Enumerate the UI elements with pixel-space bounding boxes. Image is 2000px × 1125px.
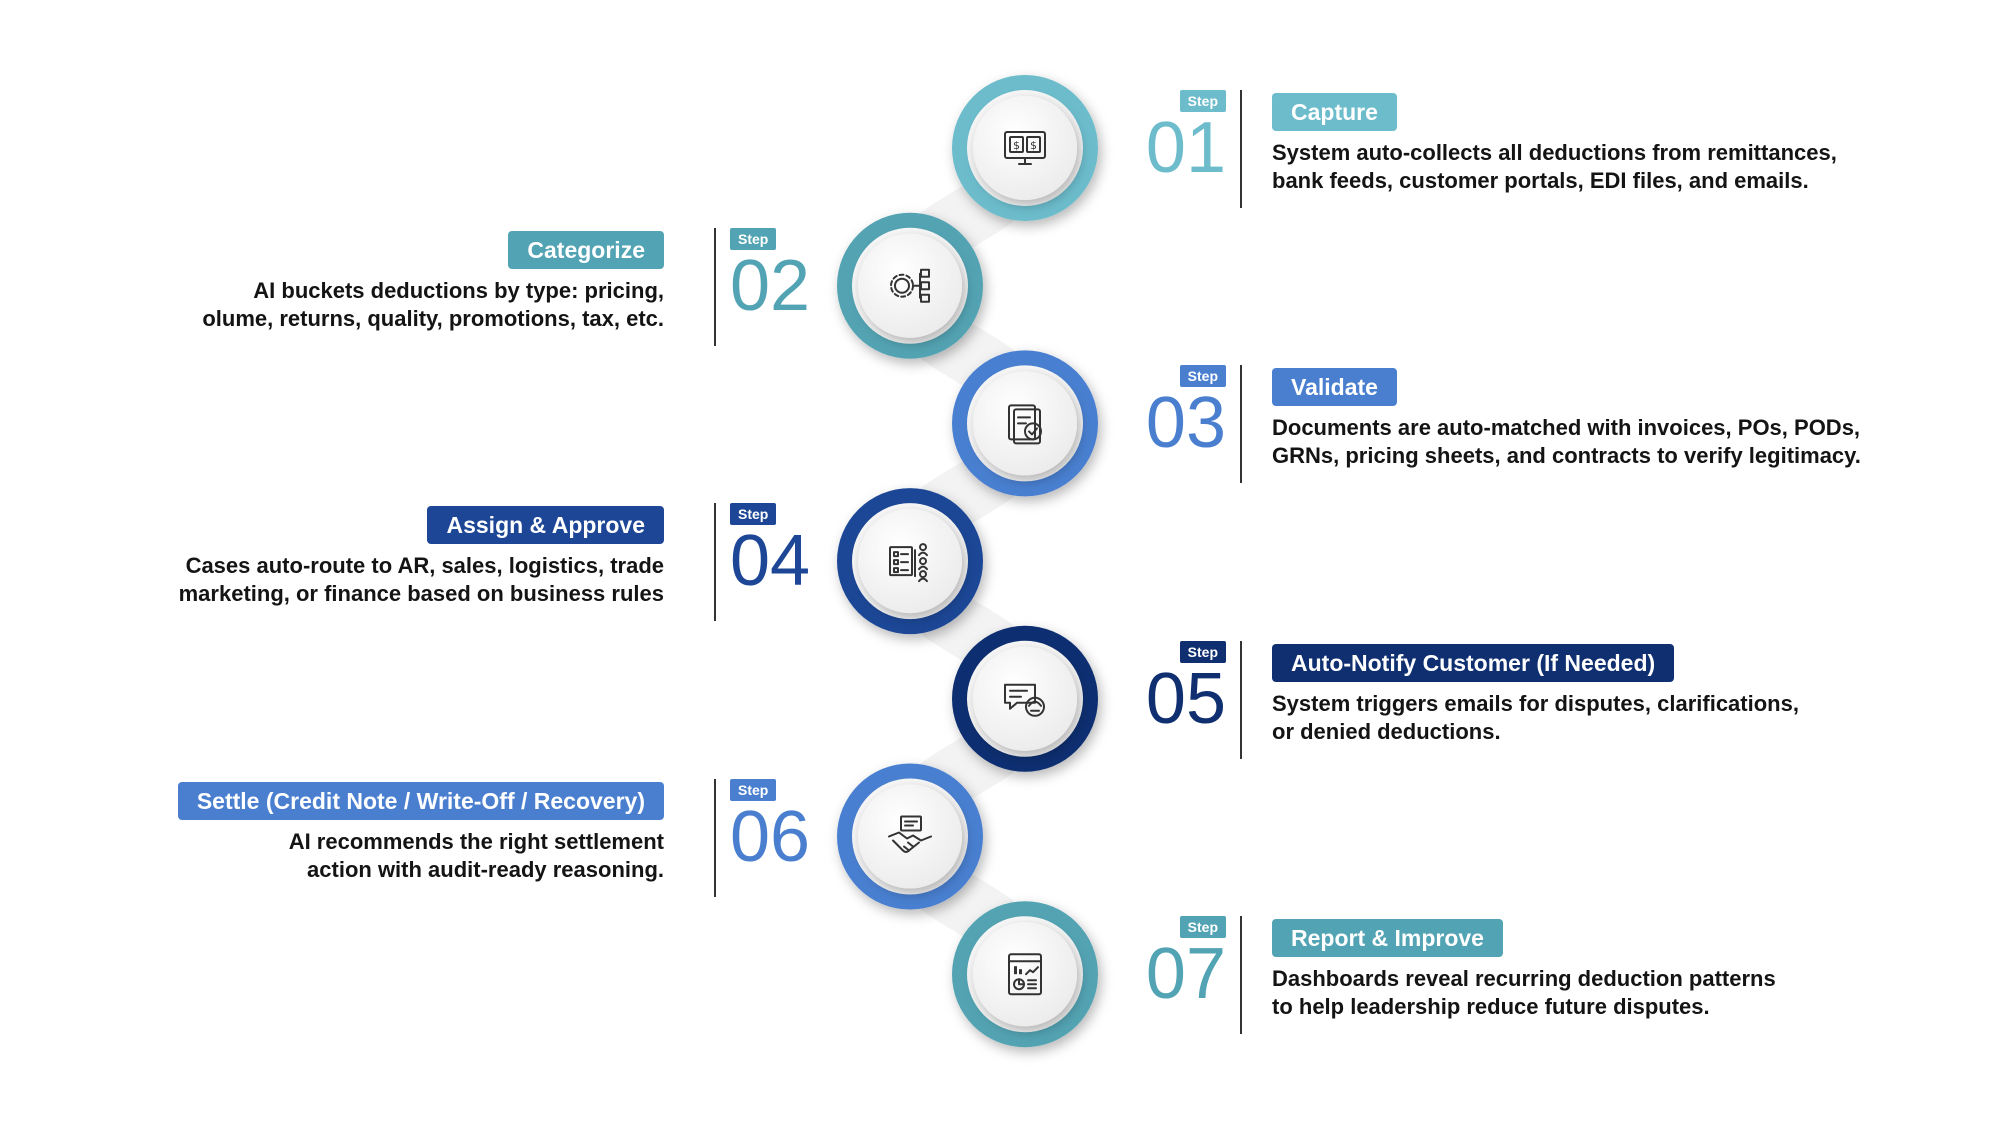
divider-line: [714, 227, 716, 346]
step-tag: Step: [1179, 916, 1226, 939]
step-number: 05: [1145, 658, 1226, 739]
chat-support-icon: [1004, 683, 1045, 717]
step-text-05: Auto-Notify Customer (If Needed) System t…: [1272, 643, 1912, 746]
divider-line: [1240, 640, 1242, 759]
step-title: Validate: [1272, 368, 1397, 407]
step-title: Report & Improve: [1272, 919, 1503, 958]
svg-text:$: $: [1030, 139, 1037, 152]
step-description: System auto-collects all deductions from…: [1272, 140, 1837, 193]
step-title: Auto-Notify Customer (If Needed): [1272, 643, 1675, 682]
handshake-icon: [888, 815, 932, 853]
divider-line: [1240, 90, 1242, 208]
gear-network-icon: [890, 268, 930, 303]
step-tag: Step: [730, 778, 777, 801]
step-title: Capture: [1272, 93, 1397, 131]
step-description: AI buckets deductions by type: pricing, …: [202, 277, 664, 331]
step-tag: Step: [1179, 365, 1226, 388]
step-node-02: [837, 212, 983, 359]
step-node-05: [952, 625, 1098, 772]
step-tag: Step: [1179, 640, 1226, 663]
step-node-04: [837, 488, 983, 635]
step-node-03: [952, 350, 1098, 497]
step-tag: Step: [730, 503, 777, 526]
step-description: System triggers emails for disputes, cla…: [1272, 690, 1799, 744]
divider-line: [714, 503, 716, 622]
step-description: Documents are auto-matched with invoices…: [1272, 415, 1861, 469]
step-tag: Step: [730, 227, 777, 250]
step-number: 03: [1145, 383, 1226, 464]
svg-text:$: $: [1013, 139, 1020, 152]
step-title: Categorize: [508, 230, 664, 269]
money-monitor-icon: $$: [1004, 131, 1046, 165]
step-number: 04: [730, 521, 811, 602]
node-inner: [858, 509, 962, 614]
step-description: Cases auto-route to AR, sales, logistics…: [178, 553, 664, 607]
document-check-icon: [1008, 404, 1042, 445]
step-node-07: [952, 901, 1098, 1048]
step-number: 07: [1145, 934, 1226, 1015]
step-number: 01: [1145, 108, 1226, 188]
divider-line: [1240, 916, 1242, 1035]
step-text-06: Settle (Credit Note / Write-Off / Recove…: [24, 781, 664, 884]
step-title: Settle (Credit Note / Write-Off / Recove…: [177, 781, 664, 820]
checklist-team-icon: [889, 543, 928, 583]
step-node-06: [837, 763, 983, 910]
step-number: 02: [730, 245, 811, 326]
report-dashboard-icon: [1008, 953, 1042, 996]
node-inner: [973, 646, 1077, 751]
step-tag: Step: [1179, 90, 1226, 112]
step-node-01: $$: [952, 75, 1098, 221]
step-number: 06: [730, 796, 811, 877]
step-title: Assign & Approve: [427, 506, 664, 545]
divider-line: [1240, 365, 1242, 484]
node-inner: [973, 96, 1077, 200]
step-description: AI recommends the right settlement actio…: [288, 828, 664, 882]
step-description: Dashboards reveal recurring deduction pa…: [1272, 966, 1776, 1020]
divider-line: [714, 778, 716, 897]
step-text-02: Categorize AI buckets deductions by type:…: [24, 230, 664, 333]
